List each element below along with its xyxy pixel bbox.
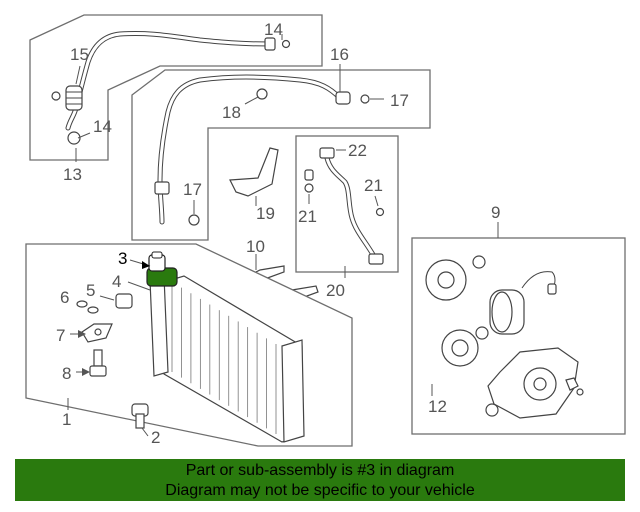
callout-9: 9 [491, 203, 500, 222]
o-ring-14-icon [67, 131, 81, 145]
callout-16: 16 [330, 45, 349, 64]
bolt-8-icon [93, 349, 103, 367]
callout-19: 19 [256, 204, 275, 223]
snap-ring-icon [472, 255, 486, 269]
banner-line-disclaimer: Diagram may not be specific to your vehi… [165, 482, 475, 499]
callout-15: 15 [70, 45, 89, 64]
callout-2: 2 [151, 428, 160, 447]
o-ring-14-icon [281, 39, 291, 49]
callout-14-left: 14 [93, 117, 112, 136]
panel-hose-20: 22 21 21 20 [295, 135, 399, 300]
receiver-drier-3 [146, 251, 178, 287]
callout-1: 1 [62, 410, 71, 429]
panel-hose-16: 16 17 18 17 19 [131, 45, 431, 241]
callout-12: 12 [428, 397, 447, 416]
bracket-19 [229, 147, 279, 197]
panel-hose-13: 14 15 14 13 [29, 14, 323, 184]
o-ring-6-icon [76, 300, 88, 308]
callout-10: 10 [246, 237, 265, 256]
callout-3: 3 [118, 249, 127, 268]
callout-21-right: 21 [364, 176, 383, 195]
callout-14-top: 14 [264, 20, 283, 39]
callout-21-left: 21 [298, 207, 317, 226]
bolt-5-icon [115, 293, 133, 309]
callout-17-right: 17 [390, 91, 409, 110]
notice-banner: Part or sub-assembly is #3 in diagram Di… [15, 459, 625, 501]
callout-13: 13 [63, 165, 82, 184]
condenser-core [149, 275, 305, 443]
panel-condenser-1: 3 4 5 6 7 8 1 2 [25, 243, 353, 447]
callout-17-left: 17 [183, 180, 202, 199]
callout-8: 8 [62, 364, 71, 383]
o-ring-17-icon [188, 214, 200, 226]
callout-22: 22 [348, 141, 367, 160]
callout-18: 18 [222, 103, 241, 122]
callout-20: 20 [326, 281, 345, 300]
panel-compressor-9: 9 12 [411, 203, 626, 435]
bolt-18-icon [256, 88, 268, 100]
banner-line-part: Part or sub-assembly is #3 in diagram [185, 462, 455, 479]
callout-4: 4 [112, 272, 121, 291]
callout-5: 5 [86, 281, 95, 300]
parts-diagram: 14 15 14 13 16 17 18 17 19 [25, 14, 626, 447]
callout-6: 6 [60, 288, 69, 307]
callout-7: 7 [56, 326, 65, 345]
